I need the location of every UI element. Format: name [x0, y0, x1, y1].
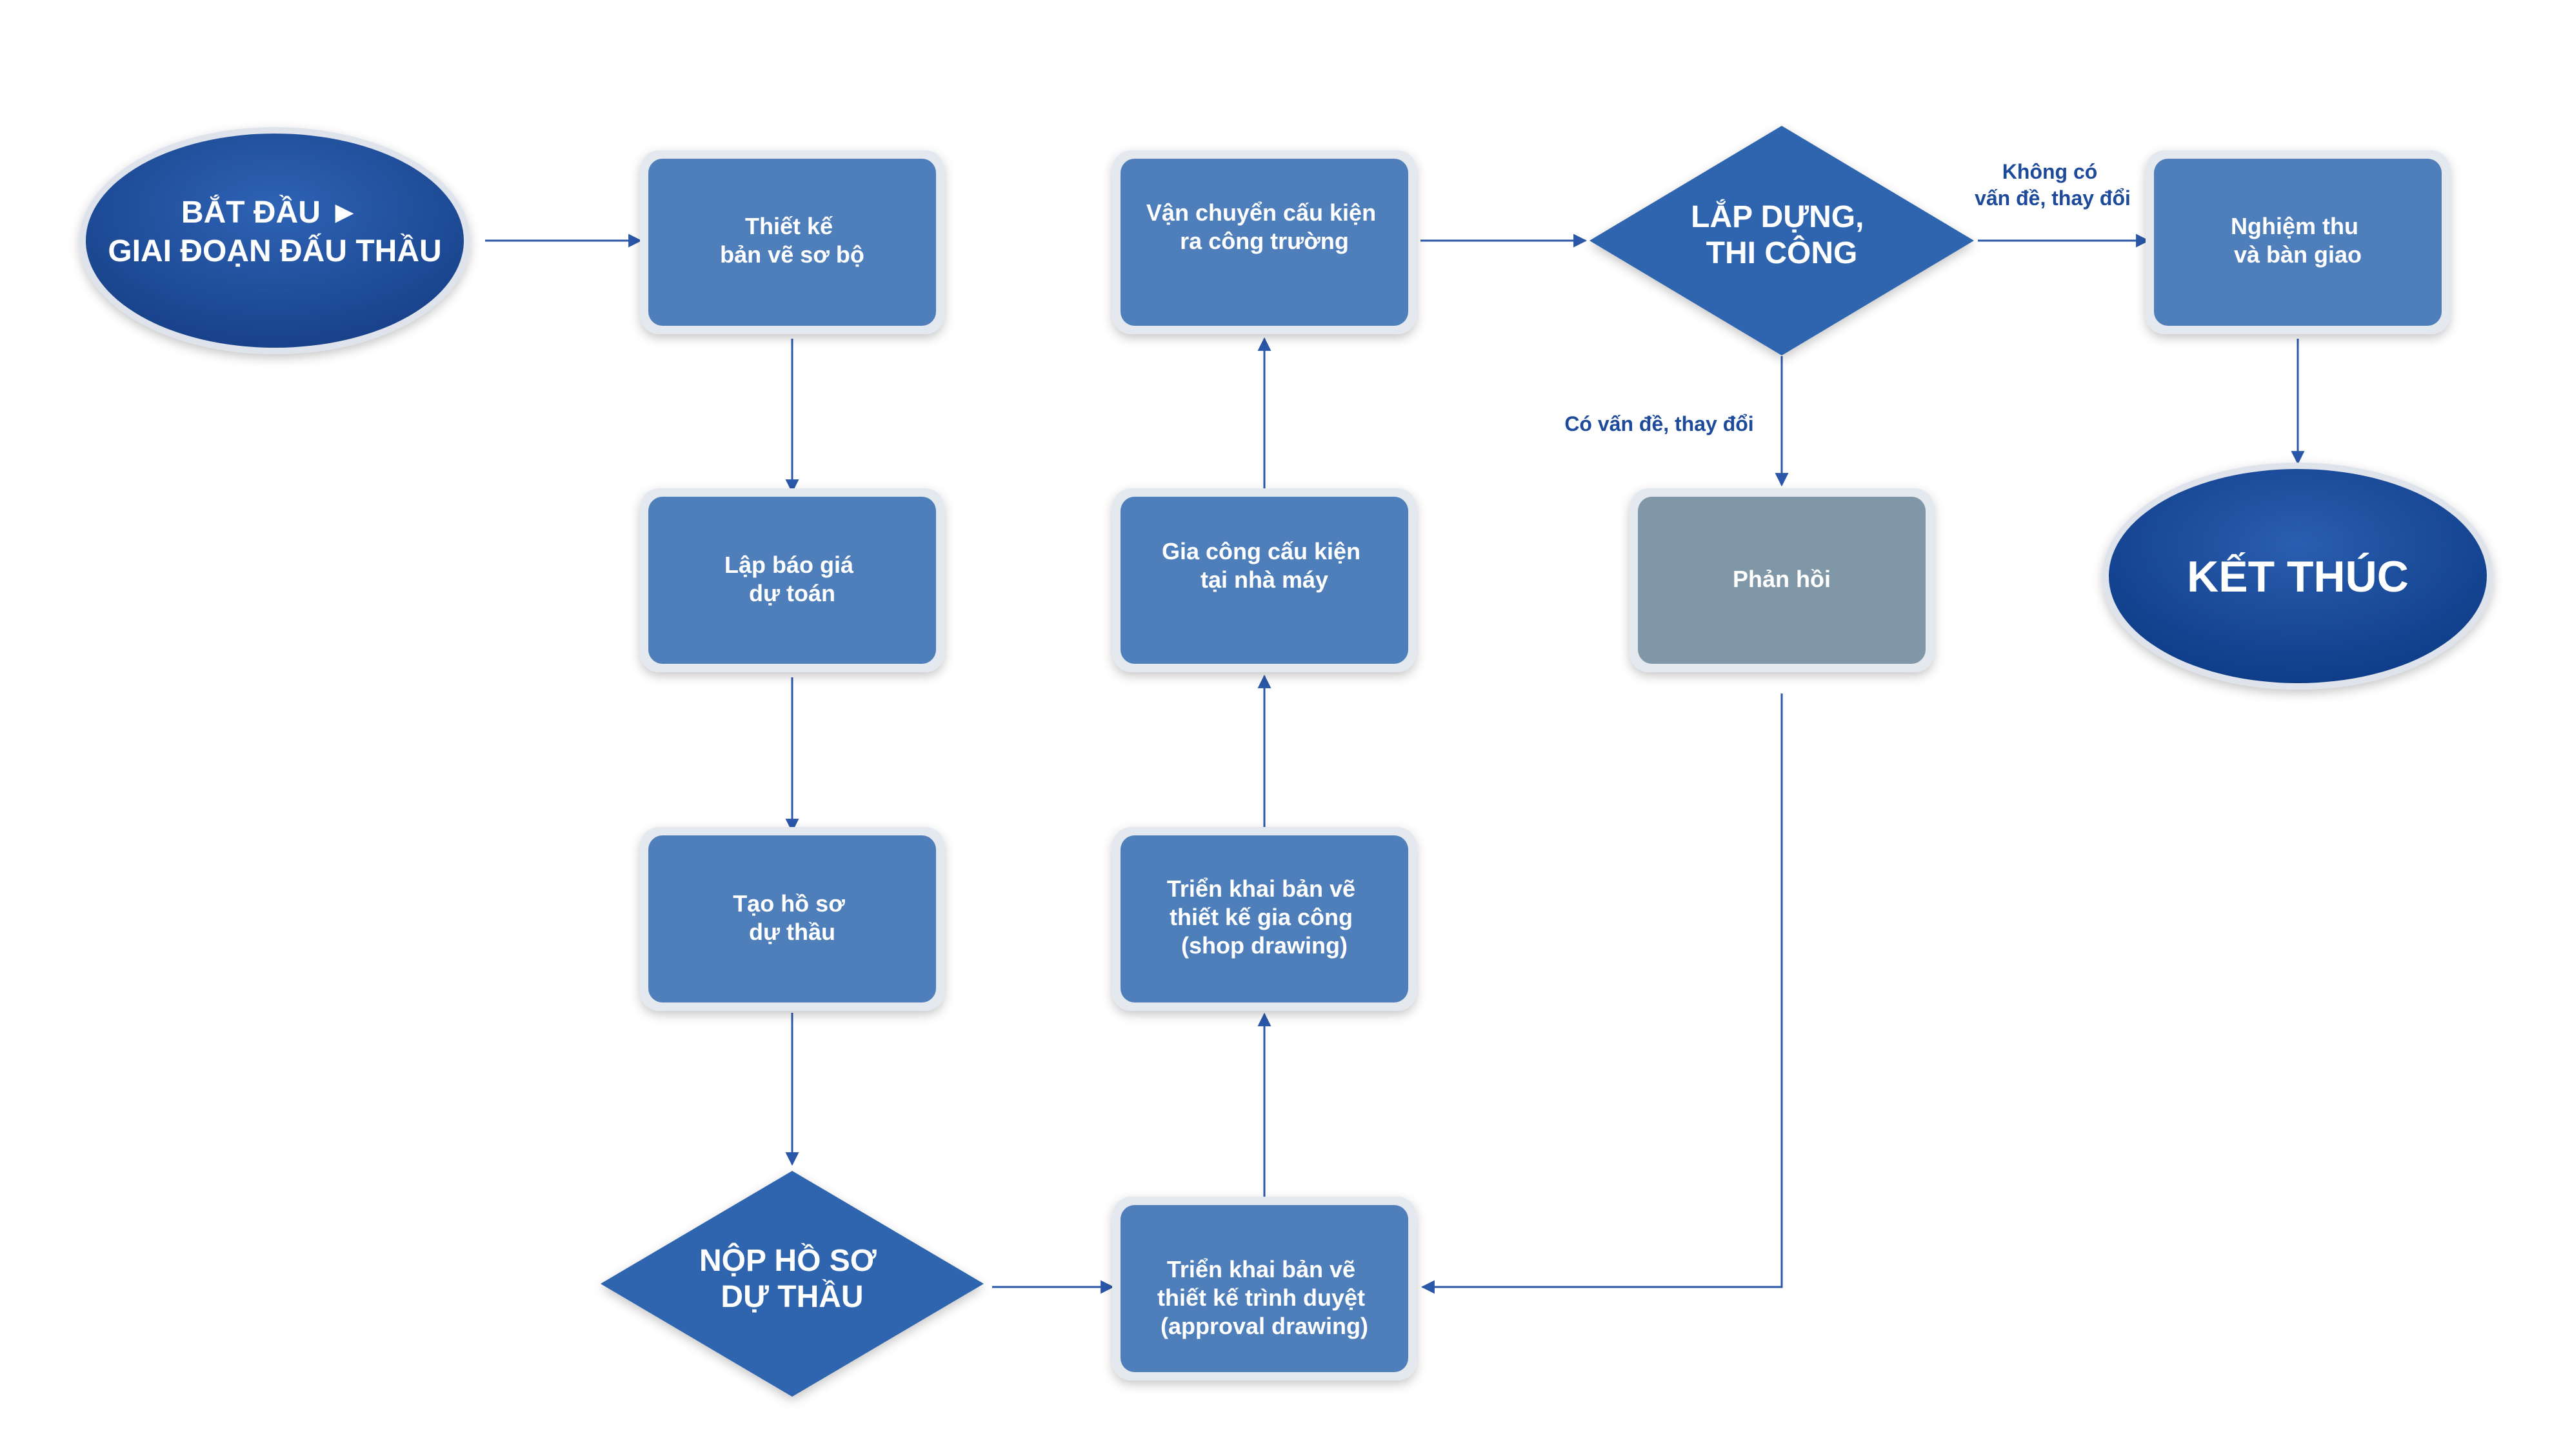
fabricate-node-box	[1121, 497, 1408, 664]
submit-node-label-line-2: DỰ THẦU	[721, 1279, 863, 1314]
design-node-label: Thiết kế bản vẽ sơ bộ	[720, 213, 864, 268]
transport-node-label: Vận chuyển cấu kiện ra công trường	[1146, 199, 1382, 254]
design-node[interactable]: Thiết kế bản vẽ sơ bộ	[640, 150, 944, 334]
bid-docs-node-label: Tạo hồ sơ dự thầu	[733, 890, 852, 945]
accept-node-label-line-1: Nghiệm thu	[2231, 213, 2358, 239]
accept-node-box	[2154, 159, 2442, 326]
erect-node-label-line-1: LẮP DỰNG,	[1691, 199, 1864, 234]
quote-node[interactable]: Lập báo giá dự toán	[640, 488, 944, 672]
edges	[485, 234, 2305, 1294]
approval-node-box	[1121, 1205, 1408, 1372]
accept-node[interactable]: Nghiệm thu và bàn giao	[2146, 150, 2450, 334]
edge-feedback-to-approval	[1420, 693, 1783, 1294]
erect-node[interactable]: LẮP DỰNG, THI CÔNG	[1589, 126, 1974, 355]
start-node-fill	[86, 134, 464, 348]
shop-node-label-line-2: thiết kế gia công	[1170, 904, 1353, 930]
end-node[interactable]: KẾT THÚC	[2102, 463, 2493, 690]
edge-labels: Không có vấn đề, thay đổi Có vấn đề, tha…	[1564, 160, 2131, 435]
start-node-label: BẮT ĐẦU ► GIAI ĐOẠN ĐẤU THẦU	[108, 194, 441, 268]
fabricate-node-label-line-1: Gia công cấu kiện	[1162, 538, 1360, 564]
shop-node-label-line-1: Triển khai bản vẽ	[1167, 875, 1355, 902]
submit-node-shape	[601, 1171, 984, 1397]
submit-node-label-line-1: NỘP HỒ SƠ	[699, 1242, 877, 1278]
fabricate-node-label-line-2: tại nhà máy	[1201, 566, 1328, 593]
transport-node-label-line-1: Vận chuyển cấu kiện	[1146, 199, 1376, 226]
feedback-node-box	[1638, 497, 1926, 664]
quote-node-box	[648, 497, 936, 664]
approval-node-label-line-1: Triển khai bản vẽ	[1167, 1256, 1355, 1282]
fabricate-node[interactable]: Gia công cấu kiện tại nhà máy	[1112, 488, 1417, 672]
shop-node-label-line-3: (shop drawing)	[1181, 932, 1348, 959]
design-node-label-line-2: bản vẽ sơ bộ	[720, 241, 864, 268]
submit-node-label: NỘP HỒ SƠ DỰ THẦU	[699, 1242, 885, 1314]
feedback-node-label: Phản hồi	[1733, 566, 1831, 592]
submit-node[interactable]: NỘP HỒ SƠ DỰ THẦU	[601, 1171, 984, 1397]
approval-node-label-line-2: thiết kế trình duyệt	[1157, 1284, 1365, 1311]
quote-node-label-line-2: dự toán	[749, 580, 835, 606]
edge-label-has-issue-line-1: Có vấn đề, thay đổi	[1564, 412, 1753, 435]
approval-node-label: Triển khai bản vẽ thiết kế trình duyệt (…	[1157, 1256, 1371, 1339]
edge-label-no-issue-line-2: vấn đề, thay đổi	[1975, 186, 2131, 210]
edge-label-no-issue: Không có vấn đề, thay đổi	[1975, 160, 2131, 210]
end-node-label: KẾT THÚC	[2187, 552, 2409, 601]
accept-node-label-line-2: và bàn giao	[2234, 241, 2362, 268]
bid-docs-node-label-line-2: dự thầu	[749, 919, 835, 945]
feedback-node-label-line-1: Phản hồi	[1733, 566, 1831, 592]
end-node-fill	[2109, 469, 2487, 683]
feedback-node[interactable]: Phản hồi	[1629, 488, 1934, 672]
approval-node-label-line-3: (approval drawing)	[1161, 1313, 1368, 1339]
design-node-label-line-1: Thiết kế	[745, 213, 833, 239]
quote-node-label: Lập báo giá dự toán	[724, 552, 860, 606]
bid-docs-node-label-line-1: Tạo hồ sơ	[733, 890, 845, 917]
design-node-box	[648, 159, 936, 326]
transport-node[interactable]: Vận chuyển cấu kiện ra công trường	[1112, 150, 1417, 334]
erect-node-label-line-2: THI CÔNG	[1706, 235, 1858, 270]
start-node[interactable]: BẮT ĐẦU ► GIAI ĐOẠN ĐẤU THẦU	[79, 127, 470, 354]
approval-node[interactable]: Triển khai bản vẽ thiết kế trình duyệt (…	[1112, 1197, 1417, 1381]
shop-node-label: Triển khai bản vẽ thiết kế gia công (sho…	[1167, 875, 1362, 959]
erect-node-shape	[1589, 126, 1974, 355]
start-node-label-line-2: GIAI ĐOẠN ĐẤU THẦU	[108, 234, 441, 268]
quote-node-label-line-1: Lập báo giá	[724, 552, 854, 578]
transport-node-label-line-2: ra công trường	[1180, 228, 1349, 254]
start-node-label-line-1: BẮT ĐẦU ►	[181, 194, 360, 230]
bid-docs-node-box	[648, 835, 936, 1002]
end-node-label-line-1: KẾT THÚC	[2187, 552, 2409, 601]
edge-label-no-issue-line-1: Không có	[2002, 160, 2098, 183]
shop-node[interactable]: Triển khai bản vẽ thiết kế gia công (sho…	[1112, 827, 1417, 1011]
edge-label-has-issue: Có vấn đề, thay đổi	[1564, 412, 1753, 435]
erect-node-label: LẮP DỰNG, THI CÔNG	[1691, 199, 1873, 270]
fabricate-node-label: Gia công cấu kiện tại nhà máy	[1162, 538, 1367, 593]
shop-node-box	[1121, 835, 1408, 1002]
transport-node-box	[1121, 159, 1408, 326]
accept-node-label: Nghiệm thu và bàn giao	[2231, 213, 2365, 268]
bid-docs-node[interactable]: Tạo hồ sơ dự thầu	[640, 827, 944, 1011]
